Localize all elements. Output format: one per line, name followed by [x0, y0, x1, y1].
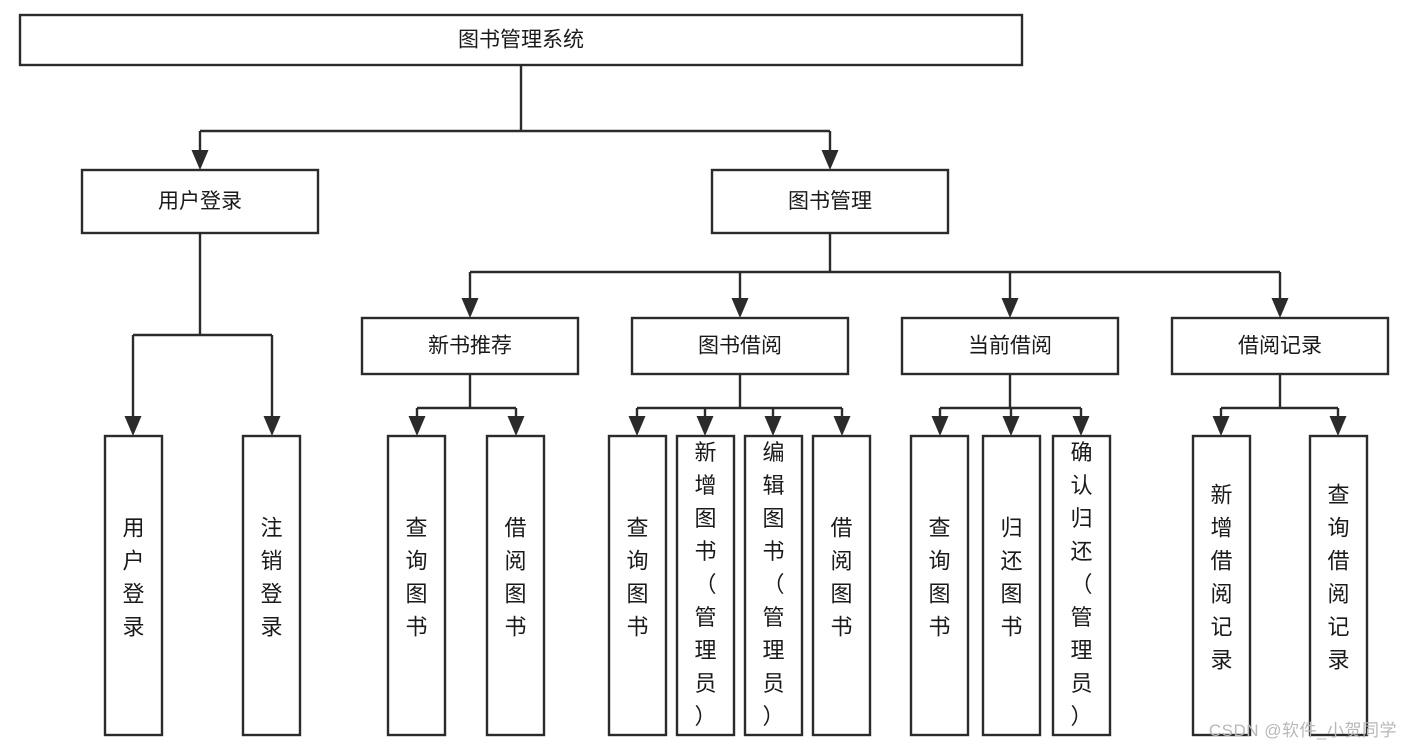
node-l2-借阅记录-label: 借阅记录	[1238, 335, 1322, 358]
node-l2-借阅记录[interactable]: 借阅记录	[1170, 316, 1390, 376]
cat-1-drop-1-arrowhead	[696, 416, 714, 436]
csdn-watermark: CSDN @软件_小贺同学	[1208, 721, 1397, 740]
node-l2-图书借阅[interactable]: 图书借阅	[630, 316, 850, 376]
node-leaf-12-查询借阅记录-rect[interactable]	[1308, 434, 1369, 737]
node-leaf-8-查询图书-label: 查询图书	[928, 516, 950, 640]
node-leaf-7-借阅图书-label: 借阅图书	[830, 516, 852, 640]
node-leaf-0-用户登录-label: 用户登录	[122, 516, 144, 640]
node-leaf-10-确认归还管理员-rect[interactable]	[1051, 434, 1112, 737]
root-drop-0-arrowhead	[191, 150, 209, 170]
node-leaf-9-归还图书-rect[interactable]	[981, 434, 1042, 737]
node-leaf-11-新增借阅记录-label: 新增借阅记录	[1210, 483, 1232, 673]
node-leaf-7-借阅图书-rect[interactable]	[811, 434, 872, 737]
node-root-图书管理系统[interactable]: 图书管理系统	[18, 13, 1024, 67]
node-leaf-3-借阅图书-rect[interactable]	[485, 434, 546, 737]
node-l1-用户登录-label: 用户登录	[158, 190, 242, 213]
node-leaf-1-注销登录[interactable]: 注销登录	[241, 434, 302, 737]
cat-2-drop-1-arrowhead	[1002, 416, 1020, 436]
node-leaf-3-借阅图书[interactable]: 借阅图书	[485, 434, 546, 737]
node-l2-当前借阅-label: 当前借阅	[968, 335, 1052, 358]
cat-1-drop-2-arrowhead	[764, 416, 782, 436]
node-leaf-5-新增图书管理员[interactable]: 新增图书（管理员）	[675, 434, 736, 737]
connector-layer	[124, 65, 1347, 436]
cat-3-drop-0-arrowhead	[1212, 416, 1230, 436]
node-leaf-3-借阅图书-label: 借阅图书	[504, 516, 526, 640]
node-l2-新书推荐-rect[interactable]	[360, 316, 580, 376]
node-leaf-9-归还图书[interactable]: 归还图书	[981, 434, 1042, 737]
node-l1-图书管理[interactable]: 图书管理	[710, 168, 950, 235]
node-leaf-1-注销登录-rect[interactable]	[241, 434, 302, 737]
node-root-图书管理系统-rect[interactable]	[18, 13, 1024, 67]
node-leaf-2-查询图书-label: 查询图书	[405, 516, 427, 640]
node-l2-当前借阅[interactable]: 当前借阅	[900, 316, 1120, 376]
cat-1-drop-3-arrowhead	[833, 416, 851, 436]
node-leaf-0-用户登录-rect[interactable]	[103, 434, 164, 737]
node-leaf-5-新增图书管理员-label: 新增图书（管理员）	[694, 440, 716, 729]
node-l2-当前借阅-rect[interactable]	[900, 316, 1120, 376]
node-leaf-11-新增借阅记录[interactable]: 新增借阅记录	[1191, 434, 1252, 737]
node-leaf-4-查询图书-rect[interactable]	[607, 434, 668, 737]
node-leaf-4-查询图书-label: 查询图书	[626, 516, 648, 640]
cat-3-drop-1-arrowhead	[1329, 416, 1347, 436]
node-l1-图书管理-label: 图书管理	[788, 190, 872, 213]
node-l2-新书推荐[interactable]: 新书推荐	[360, 316, 580, 376]
manage-drop-2-arrowhead	[1001, 298, 1019, 318]
node-l2-新书推荐-label: 新书推荐	[428, 335, 512, 358]
node-l1-用户登录[interactable]: 用户登录	[80, 168, 320, 235]
node-leaf-6-编辑图书管理员-rect[interactable]	[743, 434, 804, 737]
node-leaf-8-查询图书[interactable]: 查询图书	[909, 434, 970, 737]
node-leaf-4-查询图书[interactable]: 查询图书	[607, 434, 668, 737]
node-leaf-10-确认归还管理员-label: 确认归还（管理员）	[1070, 440, 1092, 729]
node-leaf-7-借阅图书[interactable]: 借阅图书	[811, 434, 872, 737]
cat-1-drop-0-arrowhead	[628, 416, 646, 436]
node-leaf-0-用户登录[interactable]: 用户登录	[103, 434, 164, 737]
cat-0-drop-0-arrowhead	[408, 416, 426, 436]
node-leaf-10-确认归还管理员[interactable]: 确认归还（管理员）	[1051, 434, 1112, 737]
node-leaf-2-查询图书-rect[interactable]	[386, 434, 447, 737]
login-drop-0-arrowhead	[124, 416, 142, 436]
node-l2-图书借阅-label: 图书借阅	[698, 335, 782, 358]
node-l2-图书借阅-rect[interactable]	[630, 316, 850, 376]
node-leaf-12-查询借阅记录-label: 查询借阅记录	[1327, 483, 1349, 673]
manage-drop-0-arrowhead	[461, 298, 479, 318]
node-leaf-9-归还图书-label: 归还图书	[1000, 516, 1022, 640]
cat-2-drop-0-arrowhead	[931, 416, 949, 436]
manage-drop-1-arrowhead	[731, 298, 749, 318]
login-drop-1-arrowhead	[263, 416, 281, 436]
cat-0-drop-1-arrowhead	[507, 416, 525, 436]
node-leaf-6-编辑图书管理员[interactable]: 编辑图书（管理员）	[743, 434, 804, 737]
node-l1-用户登录-rect[interactable]	[80, 168, 320, 235]
manage-drop-3-arrowhead	[1271, 298, 1289, 318]
node-l1-图书管理-rect[interactable]	[710, 168, 950, 235]
node-leaf-8-查询图书-rect[interactable]	[909, 434, 970, 737]
node-leaf-2-查询图书[interactable]: 查询图书	[386, 434, 447, 737]
cat-2-drop-2-arrowhead	[1072, 416, 1090, 436]
node-leaf-6-编辑图书管理员-label: 编辑图书（管理员）	[762, 440, 784, 729]
node-leaf-5-新增图书管理员-rect[interactable]	[675, 434, 736, 737]
node-leaf-12-查询借阅记录[interactable]: 查询借阅记录	[1308, 434, 1369, 737]
node-layer: 图书管理系统用户登录图书管理新书推荐图书借阅当前借阅借阅记录用户登录注销登录查询…	[18, 13, 1390, 737]
node-leaf-11-新增借阅记录-rect[interactable]	[1191, 434, 1252, 737]
node-leaf-1-注销登录-label: 注销登录	[260, 516, 282, 640]
node-root-图书管理系统-label: 图书管理系统	[458, 29, 584, 52]
root-drop-1-arrowhead	[821, 150, 839, 170]
node-l2-借阅记录-rect[interactable]	[1170, 316, 1390, 376]
